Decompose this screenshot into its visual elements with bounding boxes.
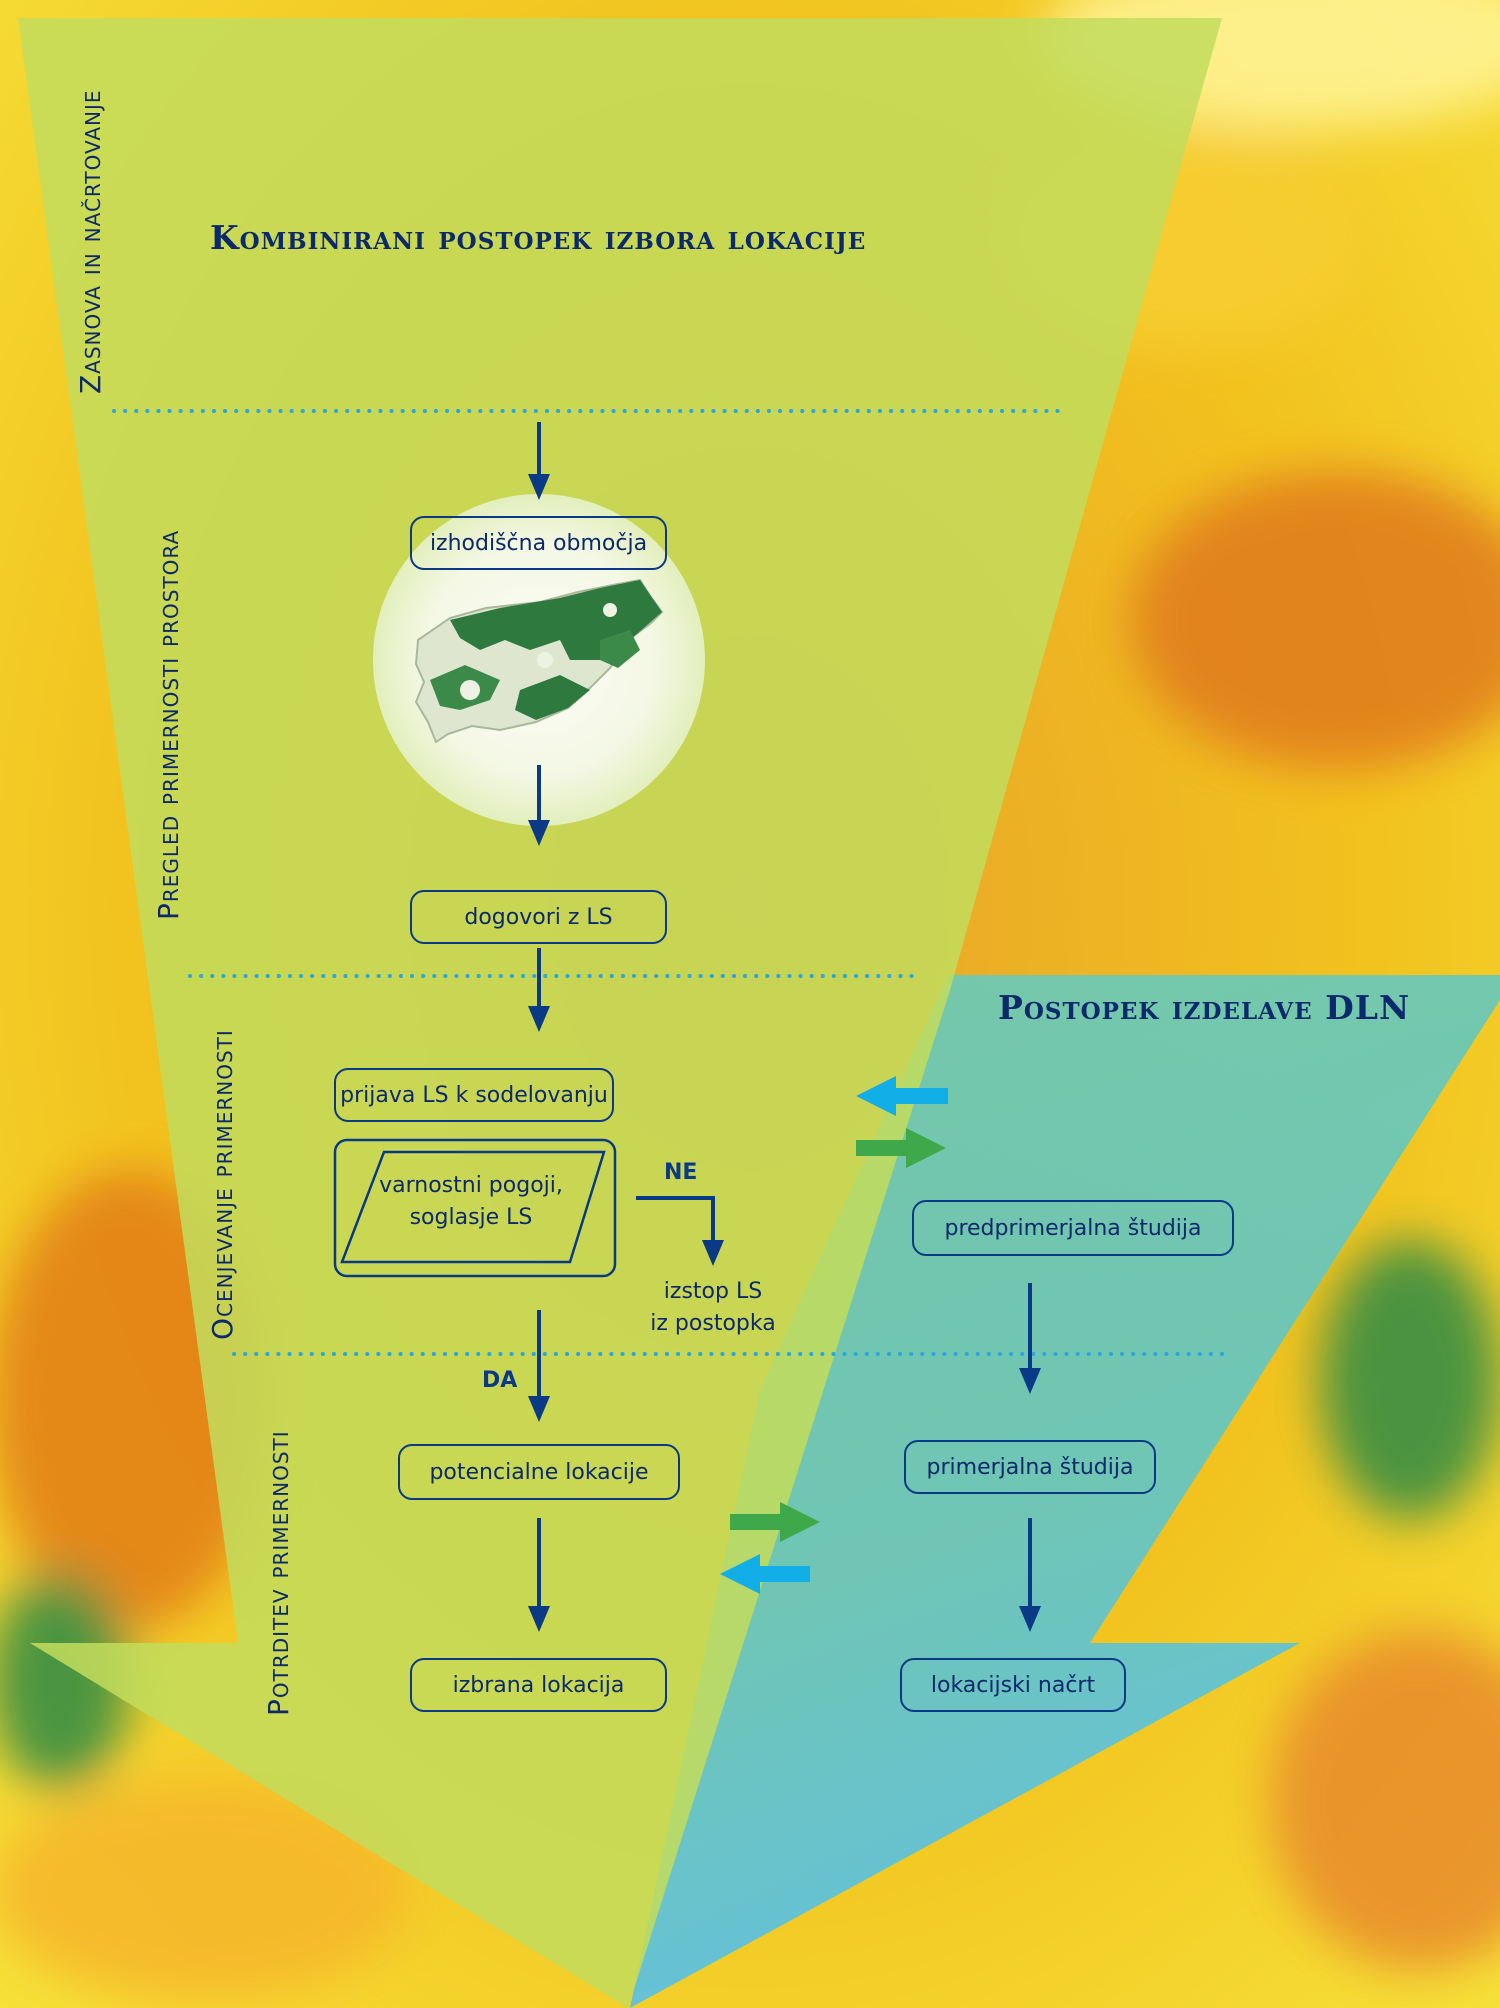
prestudy-box: predprimerjalna študija (912, 1200, 1234, 1256)
yes-label: DA (482, 1368, 518, 1393)
study-box: primerjalna študija (904, 1440, 1156, 1494)
exchange-arrows (720, 1076, 948, 1594)
location-plan-box: lokacijski načrt (900, 1658, 1126, 1712)
exchange-arrow-blue (856, 1076, 948, 1116)
flow-arrows (528, 422, 1041, 1632)
exchange-arrow-green (856, 1128, 946, 1168)
right-process-title: Postopek izdelave DLN (998, 988, 1411, 1027)
agreements-box: dogovori z LS (410, 890, 667, 944)
potential-sites-box: potencialne lokacije (398, 1444, 680, 1500)
chosen-site-box: izbrana lokacija (410, 1658, 667, 1712)
site-selection-funnel (18, 18, 1222, 2008)
start-areas-box: izhodiščna območja (410, 516, 667, 570)
decision-text-line2: soglasje LS (409, 1205, 533, 1230)
exit-text-line2: iz postopka (650, 1311, 776, 1336)
phase-label-confirmation: Potrditev primernosti (262, 1430, 295, 1716)
exchange-arrow-green (730, 1502, 820, 1542)
decision-text-line1: varnostni pogoji, (379, 1173, 563, 1198)
no-label: NE (664, 1160, 698, 1185)
phase-label-concept: Zasnova in načrtovanje (74, 89, 107, 394)
left-process-title: Kombinirani postopek izbora lokacije (210, 218, 867, 257)
decision-box (333, 1138, 617, 1278)
decision-parallelogram (340, 1150, 606, 1264)
phase-dividers (112, 409, 1230, 1356)
phase-label-review: Pregled primernosti prostora (152, 529, 185, 920)
decision-text: varnostni pogoji, soglasje LS (356, 1170, 586, 1234)
exit-text: izstop LS iz postopka (633, 1276, 793, 1340)
exchange-arrow-blue (720, 1554, 810, 1594)
slovenia-map-icon (414, 578, 664, 744)
application-box: prijava LS k sodelovanju (334, 1068, 614, 1122)
phase-label-assessment: Ocenjevanje primernosti (206, 1029, 239, 1340)
exit-text-line1: izstop LS (663, 1279, 763, 1304)
